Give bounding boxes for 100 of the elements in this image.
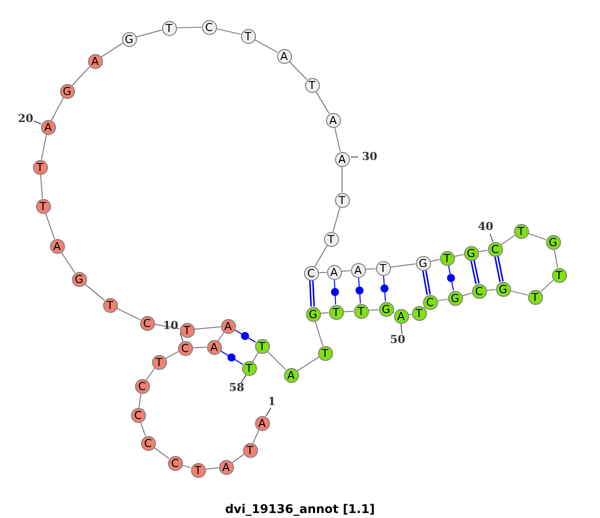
nucleotide-circle: A	[40, 120, 56, 134]
nucleotide-circle: T	[254, 338, 270, 354]
nucleotide-circle: T	[190, 462, 206, 478]
backbone-line	[44, 212, 56, 240]
backbone-line	[216, 28, 242, 35]
backbone-line	[154, 446, 170, 460]
nucleotide-circle: T	[242, 360, 256, 376]
nucleotide-circle: G	[416, 256, 430, 270]
backbone-line	[454, 254, 464, 257]
backbone-line	[146, 368, 156, 380]
base-pair-line	[356, 276, 364, 304]
nucleotide-circle: C	[422, 294, 438, 310]
backbone-line	[288, 60, 308, 80]
nucleotide-circle: T	[440, 250, 454, 266]
backbone-line	[40, 134, 48, 160]
base-pair-line	[220, 350, 244, 365]
base-pair-line	[494, 256, 504, 282]
nucleotide-circle: T	[412, 306, 426, 320]
backbone-line	[510, 290, 528, 296]
backbone-line	[340, 270, 352, 272]
nucleotide-circle: G	[378, 302, 394, 316]
position-number: 30	[362, 150, 378, 163]
nucleotide-circle: T	[32, 160, 48, 174]
backbone-line	[252, 429, 260, 444]
nucleotide-circle: A	[394, 308, 408, 324]
backbone-line	[462, 292, 472, 296]
backbone-line	[192, 346, 207, 348]
backbone-line	[318, 272, 327, 274]
nucleotide-circle: T	[552, 268, 566, 282]
nucleotide-circle: T	[304, 78, 320, 92]
nucleotide-circle: A	[206, 340, 222, 354]
backbone-line	[60, 252, 76, 274]
backbone-line	[314, 244, 328, 268]
nucleotide-circle: G	[72, 272, 86, 286]
nucleotide-circle: C	[168, 456, 182, 470]
nucleotide-circle: C	[134, 378, 150, 394]
nucleotide-circle: T	[324, 232, 338, 246]
backbone-line	[315, 90, 330, 114]
nucleotide-circle: T	[162, 20, 176, 36]
nucleotide-circle: T	[376, 260, 390, 276]
nucleotide-circle: A	[284, 368, 298, 382]
backbone-line	[343, 310, 354, 312]
backbone-line	[554, 248, 558, 268]
backbone-line	[390, 263, 416, 268]
backbone-line	[100, 42, 124, 58]
backbone-line	[84, 283, 105, 301]
base-pair-line	[234, 329, 256, 343]
backbone-line	[334, 126, 341, 152]
nucleotide-circle: T	[354, 304, 368, 318]
backbone-line	[194, 326, 222, 330]
backbone-line	[72, 66, 90, 86]
backbone-line	[176, 26, 202, 28]
backbone-line	[252, 352, 259, 362]
nucleotide-circle: A	[276, 48, 292, 64]
nucleotide-circle: A	[218, 460, 234, 474]
backbone-line	[232, 454, 244, 464]
backbone-line	[204, 467, 220, 470]
position-number: 1	[268, 395, 276, 408]
backbone-line	[528, 232, 546, 240]
nucleotide-circle: A	[326, 112, 340, 128]
nucleotide-circle: A	[326, 264, 342, 280]
nucleotide-circle: T	[514, 224, 528, 238]
backbone-line	[116, 308, 141, 320]
nucleotide-circle: T	[528, 290, 542, 304]
position-number: 20	[18, 112, 34, 125]
nucleotide-circle: T	[242, 442, 258, 458]
backbone-line	[140, 422, 146, 436]
backbone-line	[266, 350, 286, 370]
base-pair-line	[470, 260, 480, 284]
backbone-line	[486, 289, 496, 291]
base-pair-line	[380, 274, 388, 302]
nucleotide-circle: T	[152, 354, 166, 370]
nucleotide-circle: C	[178, 340, 192, 356]
nucleotide-circle: G	[60, 84, 74, 98]
nucleotide-circle: A	[50, 238, 64, 254]
backbone-line	[138, 392, 142, 408]
position-number: 58	[229, 381, 244, 394]
backbone-line	[218, 332, 224, 342]
nucleotide-circle: G	[546, 234, 560, 250]
base-pair-line	[422, 270, 431, 296]
nucleotide-circle: A	[254, 416, 270, 430]
nucleotide-circle: G	[306, 306, 320, 322]
nucleotide-circle: A	[220, 318, 236, 334]
backbone-line	[436, 298, 448, 302]
nucleotide-circle: C	[488, 242, 502, 256]
base-pair-line	[331, 279, 339, 305]
nucleotide-circle: A	[350, 262, 366, 278]
nucleotide-circle: T	[334, 192, 350, 208]
nucleotide-circle: G	[496, 282, 510, 296]
backbone-line	[40, 174, 43, 200]
nucleotide-circle: C	[140, 316, 154, 330]
backbone-line	[320, 312, 330, 314]
backbone-line	[296, 356, 320, 372]
nucleotide-circle: G	[464, 246, 478, 260]
backbone-line	[500, 234, 516, 246]
caption: dvi_19136_annot [1.1]	[224, 502, 376, 516]
nucleotide-circle: T	[180, 322, 194, 338]
nucleotide-circle: T	[102, 298, 118, 312]
nucleotide-circle: C	[202, 20, 216, 34]
nucleotide-circle: T	[328, 304, 344, 320]
